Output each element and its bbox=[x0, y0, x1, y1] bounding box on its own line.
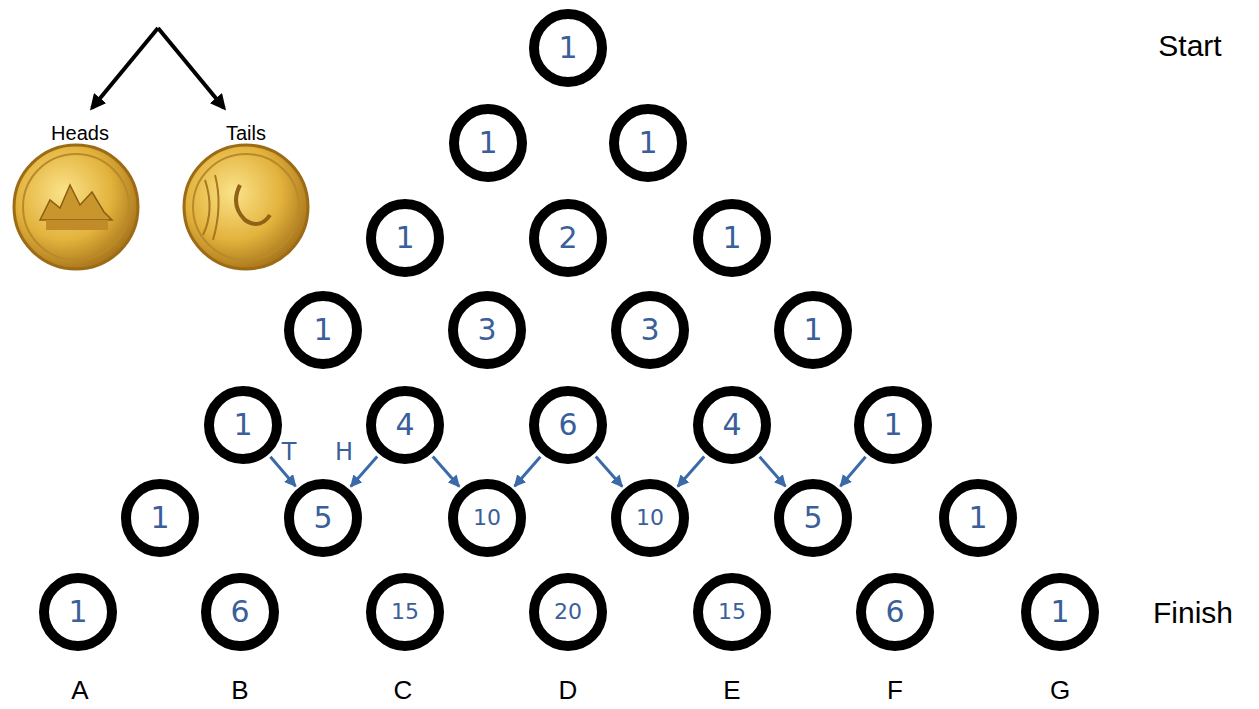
number-circle: 5 bbox=[773, 478, 853, 558]
pascal-number: 1 bbox=[120, 478, 200, 558]
number-circle: 1 bbox=[692, 198, 772, 278]
number-circle: 1 bbox=[38, 572, 118, 652]
probability-arrow bbox=[515, 457, 541, 487]
number-circle: 1 bbox=[853, 385, 933, 465]
number-circle: 5 bbox=[283, 478, 363, 558]
bin-letter: C bbox=[394, 676, 413, 705]
number-circle: 1 bbox=[203, 385, 283, 465]
number-circle: 10 bbox=[610, 478, 690, 558]
pascal-number: 6 bbox=[200, 572, 280, 652]
pascal-number: 15 bbox=[365, 572, 445, 652]
pascal-number: 1 bbox=[283, 290, 363, 370]
number-circle: 6 bbox=[528, 385, 608, 465]
probability-arrow bbox=[678, 457, 704, 487]
number-circle: 3 bbox=[610, 290, 690, 370]
bin-letter: F bbox=[887, 676, 903, 705]
number-circle: 1 bbox=[773, 290, 853, 370]
pascal-number: 1 bbox=[853, 385, 933, 465]
pascal-number: 3 bbox=[610, 290, 690, 370]
coin-label: Heads bbox=[51, 122, 109, 144]
heads-coin bbox=[14, 145, 138, 269]
pascal-number: 6 bbox=[855, 572, 935, 652]
pascal-number: 1 bbox=[203, 385, 283, 465]
number-circle: 6 bbox=[200, 572, 280, 652]
pascal-number: 10 bbox=[610, 478, 690, 558]
tails-coin bbox=[184, 145, 308, 269]
coin-label: Tails bbox=[226, 122, 266, 144]
number-circle: 1 bbox=[120, 478, 200, 558]
bin-letter: G bbox=[1050, 676, 1070, 705]
number-circle: 2 bbox=[528, 198, 608, 278]
number-circle: 1 bbox=[608, 103, 688, 183]
bin-letter: D bbox=[559, 676, 578, 705]
number-circle: 6 bbox=[855, 572, 935, 652]
pascal-number: 5 bbox=[773, 478, 853, 558]
pascal-number: 1 bbox=[938, 478, 1018, 558]
number-circle: 10 bbox=[447, 478, 527, 558]
pascal-number: 4 bbox=[365, 385, 445, 465]
number-circle: 1 bbox=[283, 290, 363, 370]
branch-arrow bbox=[92, 28, 224, 108]
number-circle: 1 bbox=[1020, 572, 1100, 652]
number-circle: 20 bbox=[528, 572, 608, 652]
bin-letter: B bbox=[231, 676, 248, 705]
number-circle: 4 bbox=[692, 385, 772, 465]
pascal-number: 1 bbox=[365, 198, 445, 278]
pascal-number: 1 bbox=[528, 8, 608, 88]
pascal-number: 1 bbox=[773, 290, 853, 370]
bin-letter: E bbox=[723, 676, 740, 705]
pascal-number: 2 bbox=[528, 198, 608, 278]
pascal-number: 10 bbox=[447, 478, 527, 558]
number-circle: 4 bbox=[365, 385, 445, 465]
pascal-number: 1 bbox=[448, 103, 528, 183]
pascal-number: 1 bbox=[1020, 572, 1100, 652]
bin-letter: A bbox=[71, 676, 88, 705]
row-label: Finish bbox=[1153, 596, 1233, 629]
probability-arrow bbox=[840, 457, 865, 486]
pascal-number: 6 bbox=[528, 385, 608, 465]
pascal-number: 4 bbox=[692, 385, 772, 465]
edge-label: H bbox=[333, 440, 355, 464]
pascal-number: 1 bbox=[38, 572, 118, 652]
pascal-number: 1 bbox=[692, 198, 772, 278]
probability-arrow bbox=[433, 457, 459, 487]
pascal-number: 1 bbox=[608, 103, 688, 183]
probability-arrow bbox=[596, 457, 622, 487]
pascal-number: 5 bbox=[283, 478, 363, 558]
number-circle: 1 bbox=[365, 198, 445, 278]
pascal-number: 20 bbox=[528, 572, 608, 652]
number-circle: 1 bbox=[448, 103, 528, 183]
probability-arrow bbox=[760, 457, 786, 487]
pascal-number: 3 bbox=[447, 290, 527, 370]
number-circle: 15 bbox=[365, 572, 445, 652]
number-circle: 1 bbox=[528, 8, 608, 88]
number-circle: 3 bbox=[447, 290, 527, 370]
number-circle: 15 bbox=[692, 572, 772, 652]
number-circle: 1 bbox=[938, 478, 1018, 558]
row-label: Start bbox=[1158, 29, 1221, 62]
edge-label: T bbox=[280, 440, 299, 464]
pascal-number: 15 bbox=[692, 572, 772, 652]
